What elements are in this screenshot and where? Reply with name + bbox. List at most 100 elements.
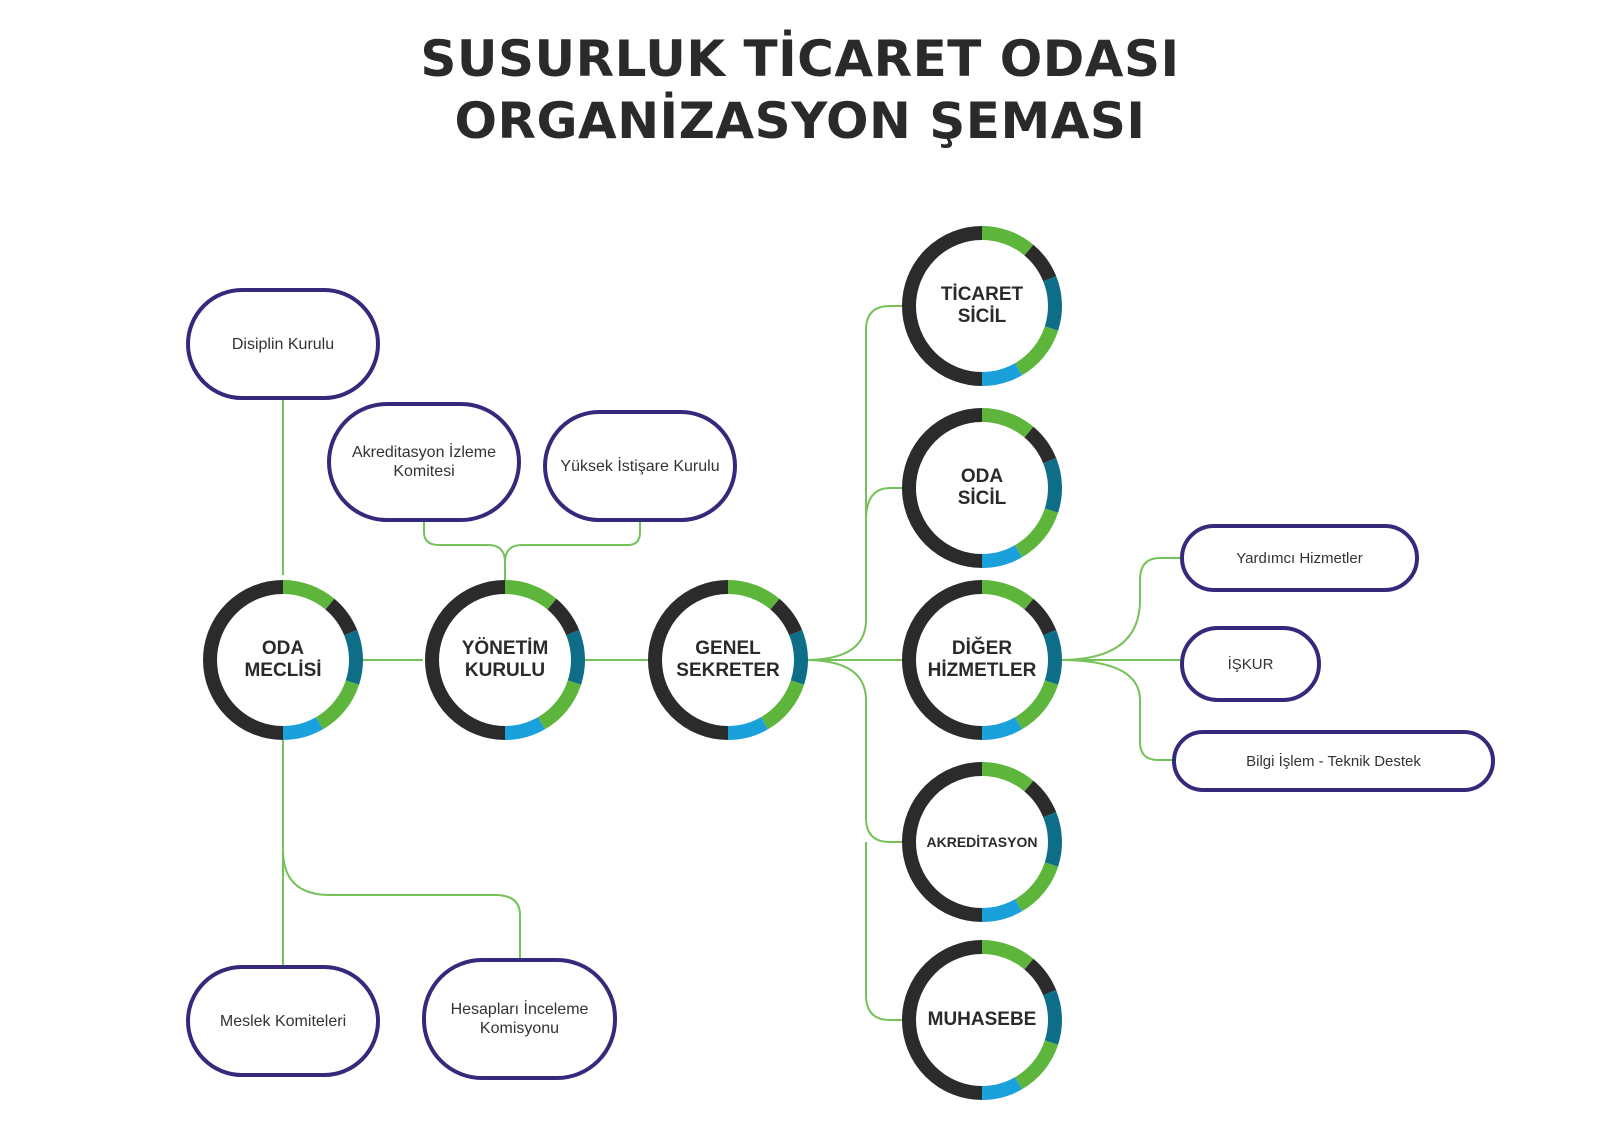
ring-fill — [909, 415, 1055, 561]
box-disiplin-kurulu-label: Disiplin Kurulu — [231, 335, 335, 353]
ring-segment-5 — [902, 762, 983, 922]
box-akreditasyon-izleme-komitesi[interactable]: Akreditasyon İzleme Komitesi — [327, 402, 521, 522]
connector-meclis-hesaplar — [282, 740, 521, 958]
ring-segment-0 — [981, 580, 1034, 610]
node-genel-sekreter-line1: GENEL — [695, 638, 761, 659]
ring-fill — [655, 587, 801, 733]
ring-segment-3 — [1014, 862, 1059, 912]
ring-oda-sicil — [902, 408, 1062, 568]
node-diger-hizmetler[interactable]: DİĞER HİZMETLER — [907, 585, 1057, 735]
ring-segment-1 — [547, 598, 580, 636]
box-hesaplari-inceleme-line2: Komisyonu — [479, 1020, 560, 1037]
node-oda-sicil-line1: ODA — [960, 466, 1004, 487]
box-meslek-komiteleri[interactable]: Meslek Komiteleri — [186, 965, 380, 1077]
connector-diger-yardimci — [1059, 557, 1180, 661]
ring-segment-3 — [1014, 680, 1059, 730]
box-yardimci-hizmetler[interactable]: Yardımcı Hizmetler — [1180, 524, 1419, 592]
box-iskur[interactable]: İŞKUR — [1180, 626, 1321, 702]
ring-segment-2 — [566, 630, 585, 685]
ring-segment-4 — [981, 1077, 1022, 1100]
ring-akreditasyon — [902, 762, 1062, 922]
connector-genel-ticaret — [804, 305, 903, 661]
ring-segment-1 — [1024, 598, 1057, 636]
node-yonetim-kurulu[interactable]: YÖNETİM KURULU — [430, 585, 580, 735]
ring-segment-5 — [203, 580, 284, 740]
box-bilgi-islem-teknik-destek[interactable]: Bilgi İşlem - Teknik Destek — [1172, 730, 1495, 792]
node-oda-sicil-line2: SİCİL — [957, 488, 1007, 509]
node-ticaret-sicil[interactable]: TİCARET SİCİL — [907, 231, 1057, 381]
node-oda-meclisi-line1: ODA — [261, 638, 305, 659]
node-diger-hizmetler-line2: HİZMETLER — [927, 660, 1037, 681]
ring-segment-4 — [504, 717, 545, 740]
ring-segment-3 — [1014, 508, 1059, 558]
ring-muhasebe — [902, 940, 1062, 1100]
ring-segment-1 — [1024, 958, 1057, 996]
box-hesaplari-inceleme-komisyonu[interactable]: Hesapları İnceleme Komisyonu — [422, 958, 617, 1080]
connector-genel-muhasebe — [865, 842, 903, 1021]
box-akreditasyon-izleme-line1: Akreditasyon İzleme — [351, 444, 497, 461]
ring-oda-meclisi — [203, 580, 363, 740]
ring-diger-hizmetler — [902, 580, 1062, 740]
ring-segment-5 — [902, 408, 983, 568]
ring-segment-0 — [981, 226, 1034, 256]
box-hesaplari-inceleme-line1: Hesapları İnceleme — [450, 1001, 589, 1018]
ring-yonetim-kurulu — [425, 580, 585, 740]
ring-ticaret-sicil — [902, 226, 1062, 386]
ring-segment-3 — [760, 680, 805, 730]
ring-segment-1 — [1024, 244, 1057, 282]
ring-segment-5 — [902, 580, 983, 740]
box-disiplin-kurulu[interactable]: Disiplin Kurulu — [186, 288, 380, 400]
node-yonetim-kurulu-line2: KURULU — [464, 660, 546, 681]
ring-segment-3 — [1014, 326, 1059, 376]
ring-segment-0 — [981, 762, 1034, 792]
ring-segment-1 — [1024, 780, 1057, 818]
ring-segment-3 — [1014, 1040, 1059, 1090]
connector-diger-bilgi — [1059, 659, 1172, 761]
ring-segment-0 — [282, 580, 335, 610]
ring-fill — [909, 947, 1055, 1093]
box-yuksek-istisare-label: Yüksek İstişare Kurulu — [560, 457, 720, 475]
node-oda-meclisi-line2: MECLİSİ — [244, 660, 322, 681]
ring-segment-3 — [315, 680, 360, 730]
box-iskur-label: İŞKUR — [1227, 655, 1274, 673]
ring-fill — [909, 769, 1055, 915]
ring-segment-2 — [1043, 990, 1062, 1045]
ring-segment-1 — [770, 598, 803, 636]
connector-genel-oda-sicil — [865, 487, 903, 521]
node-yonetim-kurulu-line1: YÖNETİM — [461, 638, 549, 659]
box-bilgi-islem-label: Bilgi İşlem - Teknik Destek — [1246, 752, 1421, 770]
ring-segment-4 — [727, 717, 768, 740]
ring-segment-5 — [648, 580, 729, 740]
box-yuksek-istisare-kurulu[interactable]: Yüksek İstişare Kurulu — [543, 410, 737, 522]
ring-genel-sekreter — [648, 580, 808, 740]
ring-segment-3 — [537, 680, 582, 730]
node-oda-meclisi[interactable]: ODA MECLİSİ — [208, 585, 358, 735]
ring-segment-2 — [1043, 630, 1062, 685]
ring-segment-0 — [981, 408, 1034, 438]
ring-fill — [909, 233, 1055, 379]
connector-yonetim-akreditasyon-izleme — [423, 522, 506, 580]
ring-segment-1 — [325, 598, 358, 636]
ring-segment-5 — [902, 226, 983, 386]
node-oda-sicil[interactable]: ODA SİCİL — [907, 413, 1057, 563]
node-diger-hizmetler-line1: DİĞER — [951, 638, 1013, 659]
box-meslek-komiteleri-label: Meslek Komiteleri — [219, 1012, 347, 1030]
ring-segment-2 — [344, 630, 363, 685]
title-line-2: ORGANİZASYON ŞEMASI — [454, 92, 1146, 150]
ring-segment-0 — [727, 580, 780, 610]
node-genel-sekreter-line2: SEKRETER — [676, 660, 780, 681]
node-akreditasyon[interactable]: AKREDİTASYON — [907, 767, 1057, 917]
page-title: SUSURLUK TİCARET ODASI ORGANİZASYON ŞEMA… — [0, 28, 1600, 152]
title-line-1: SUSURLUK TİCARET ODASI — [420, 30, 1180, 88]
ring-segment-5 — [425, 580, 506, 740]
ring-segment-1 — [1024, 426, 1057, 464]
ring-segment-4 — [981, 363, 1022, 386]
node-muhasebe[interactable]: MUHASEBE — [907, 945, 1057, 1095]
ring-fill — [432, 587, 578, 733]
box-akreditasyon-izleme-text: Akreditasyon İzleme Komitesi — [352, 443, 496, 481]
ring-segment-4 — [981, 545, 1022, 568]
box-hesaplari-inceleme-text: Hesapları İnceleme Komisyonu — [451, 1000, 589, 1038]
ring-fill — [210, 587, 356, 733]
node-genel-sekreter[interactable]: GENEL SEKRETER — [653, 585, 803, 735]
node-akreditasyon-label: AKREDİTASYON — [926, 834, 1038, 850]
